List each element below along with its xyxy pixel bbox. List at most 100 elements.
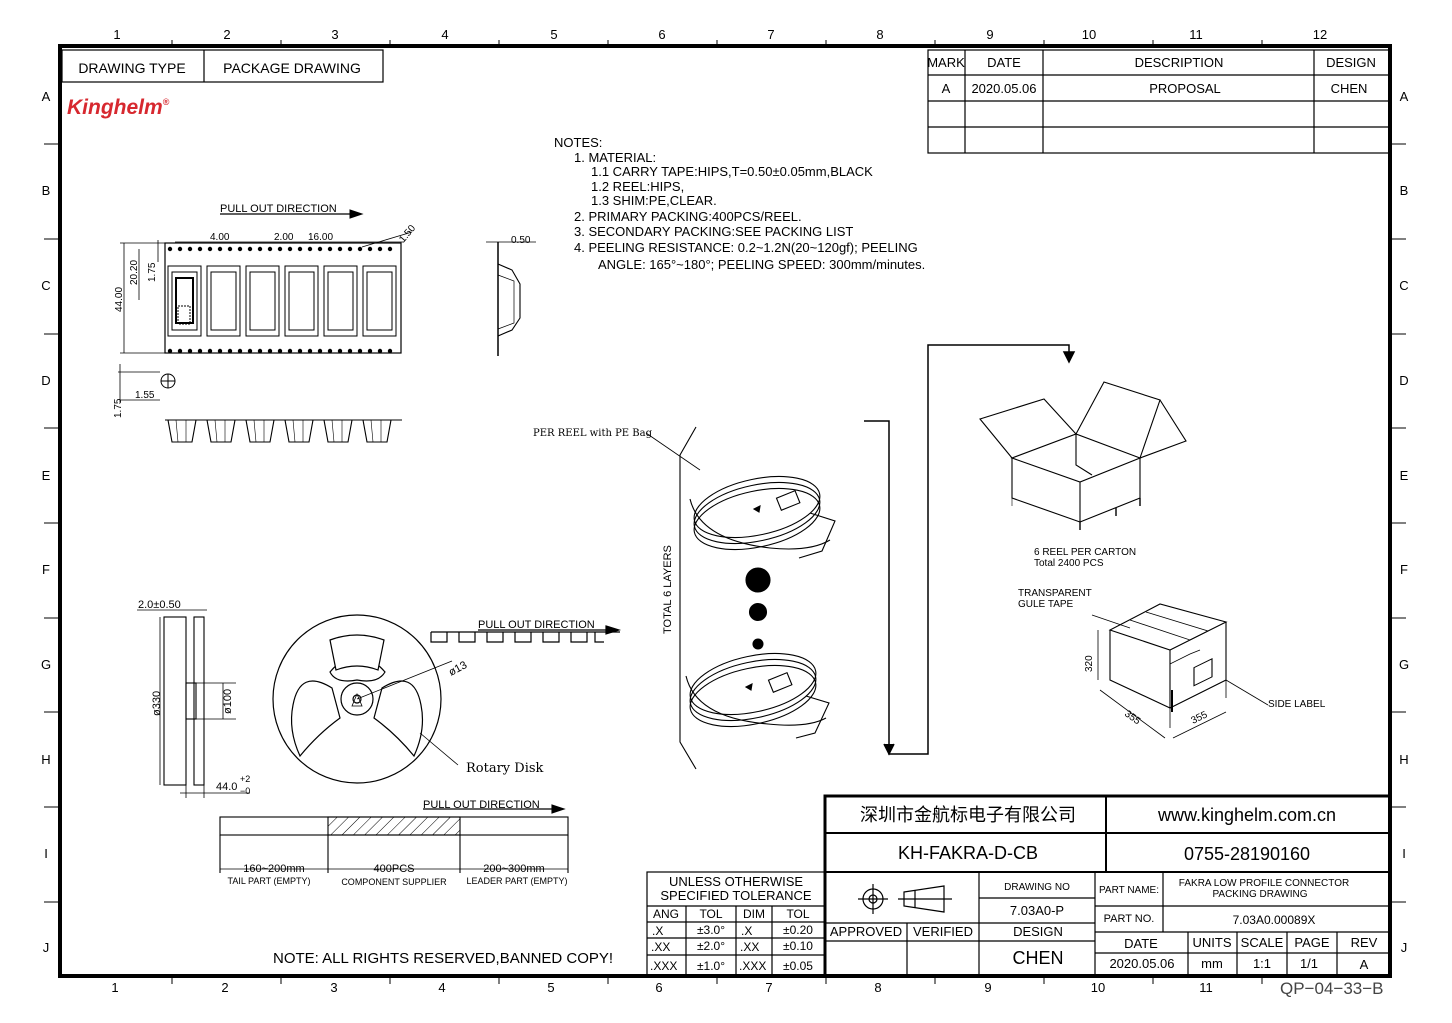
scale-value: 1:1 <box>1253 956 1271 971</box>
tol-header: ANG <box>653 907 679 921</box>
col-num: 3 <box>331 27 338 42</box>
date-value: 2020.05.06 <box>1109 956 1174 971</box>
tolerance-title-1: UNLESS OTHERWISE <box>669 874 803 889</box>
tol-header: DIM <box>743 907 765 921</box>
notes-title: NOTES: <box>554 135 602 150</box>
dim-label: 320 <box>1084 655 1095 672</box>
col-num: 10 <box>1082 27 1096 42</box>
tol-cell: ±0.20 <box>783 923 813 937</box>
design-label: DESIGN <box>1013 924 1063 939</box>
col-num: 1 <box>111 980 118 995</box>
tail-length: 160~200mm <box>243 863 304 875</box>
dim-label: 44.0 <box>216 781 237 793</box>
col-num: 2 <box>221 980 228 995</box>
side-label: SIDE LABEL <box>1268 699 1326 710</box>
col-num: 1 <box>113 27 120 42</box>
col-num: 7 <box>765 980 772 995</box>
reel-per-carton: 6 REEL PER CARTON <box>1034 547 1136 558</box>
dim-label: 2.00 <box>274 232 294 243</box>
col-num: 9 <box>984 980 991 995</box>
rev-row-mark: A <box>942 81 951 96</box>
dim-label: +2 <box>240 774 250 784</box>
col-num: 12 <box>1313 27 1327 42</box>
pull-out-label: PULL OUT DIRECTION <box>423 799 540 811</box>
dim-label: 20.20 <box>129 260 140 285</box>
dim-label: 1.55 <box>135 390 155 401</box>
dim-label: 1.75 <box>147 262 158 282</box>
part-no-label: PART NO. <box>1104 913 1155 925</box>
company-phone: 0755-28190160 <box>1184 844 1310 864</box>
page-value: 1/1 <box>1300 956 1318 971</box>
col-num: 8 <box>876 27 883 42</box>
tol-cell: .XXX <box>650 959 677 973</box>
tol-header: TOL <box>699 907 722 921</box>
note-line: 1.2 REEL:HIPS, <box>591 179 684 194</box>
tol-cell: .X <box>741 924 752 938</box>
row-letter: B <box>1400 183 1409 198</box>
dim-label: 0.50 <box>511 235 531 246</box>
flow-arrows <box>864 344 1076 756</box>
rev-header-design: DESIGN <box>1326 55 1376 70</box>
drawing-no-value: 7.03A0-P <box>1010 903 1064 918</box>
note-line: 2. PRIMARY PACKING:400PCS/REEL. <box>574 209 802 224</box>
note-line: 1.1 CARRY TAPE:HIPS,T=0.50±0.05mm,BLACK <box>591 164 873 179</box>
row-letter: G <box>41 657 51 672</box>
row-letter: D <box>41 373 50 388</box>
notes: NOTES: 1. MATERIAL: 1.1 CARRY TAPE:HIPS,… <box>554 135 925 272</box>
layers-label: TOTAL 6 LAYERS <box>662 545 674 634</box>
dim-label: −0 <box>240 786 250 796</box>
row-letter: B <box>42 183 51 198</box>
col-num: 5 <box>547 980 554 995</box>
page-label: PAGE <box>1294 935 1329 950</box>
note-line: 3. SECONDARY PACKING:SEE PACKING LIST <box>574 224 853 239</box>
row-letter: H <box>41 752 50 767</box>
note-line: 1. MATERIAL: <box>574 150 656 165</box>
row-letter: J <box>1401 940 1408 955</box>
rev-row-desc: PROPOSAL <box>1149 81 1221 96</box>
tolerance-title-2: SPECIFIED TOLERANCE <box>660 888 812 903</box>
dim-label: 16.00 <box>308 232 333 243</box>
col-num: 3 <box>330 980 337 995</box>
leader-trailer-diagram <box>219 804 569 873</box>
drawing-no-label: DRAWING NO <box>1004 882 1070 893</box>
col-num: 4 <box>438 980 445 995</box>
row-letter: H <box>1399 752 1408 767</box>
col-num: 11 <box>1199 980 1213 995</box>
col-num: 10 <box>1091 980 1105 995</box>
rev-header-desc: DESCRIPTION <box>1135 55 1224 70</box>
col-num: 2 <box>223 27 230 42</box>
pull-out-label: PULL OUT DIRECTION <box>220 203 337 215</box>
tape-side-profile <box>165 241 536 443</box>
col-num: 6 <box>655 980 662 995</box>
units-value: mm <box>1201 956 1223 971</box>
tail-desc: TAIL PART (EMPTY) <box>227 876 310 886</box>
scale-label: SCALE <box>1241 935 1284 950</box>
pull-out-label: PULL OUT DIRECTION <box>478 619 595 631</box>
dim-label: 355 <box>1122 709 1142 728</box>
rev-header-mark: MARK <box>927 55 965 70</box>
border-ticks <box>44 40 1406 984</box>
approved-label: APPROVED <box>830 924 902 939</box>
dim-label: 1.75 <box>113 398 124 418</box>
projection-symbol-icon <box>858 884 952 914</box>
row-letter: D <box>1399 373 1408 388</box>
reel-front-view <box>272 614 622 784</box>
row-letter: A <box>1400 89 1409 104</box>
leader-desc: LEADER PART (EMPTY) <box>466 876 567 886</box>
row-letter: J <box>43 940 50 955</box>
row-letter: F <box>1400 562 1408 577</box>
rev-row-design: CHEN <box>1331 81 1368 96</box>
tol-cell: .XXX <box>739 959 766 973</box>
part-name-line-1: FAKRA LOW PROFILE CONNECTOR <box>1179 878 1349 889</box>
company-name-cn: 深圳市金航标电子有限公司 <box>860 805 1076 825</box>
open-carton-diagram <box>979 381 1187 530</box>
form-number: QP−04−33−B <box>1280 979 1384 998</box>
note-line: 1.3 SHIM:PE,CLEAR. <box>591 193 717 208</box>
row-letter: G <box>1399 657 1409 672</box>
dim-label: 4.00 <box>210 232 230 243</box>
col-num: 9 <box>986 27 993 42</box>
outer-frame <box>58 44 1392 978</box>
row-letter: A <box>42 89 51 104</box>
carrier-tape-top-view <box>118 209 413 402</box>
dim-label: ø100 <box>222 689 234 714</box>
